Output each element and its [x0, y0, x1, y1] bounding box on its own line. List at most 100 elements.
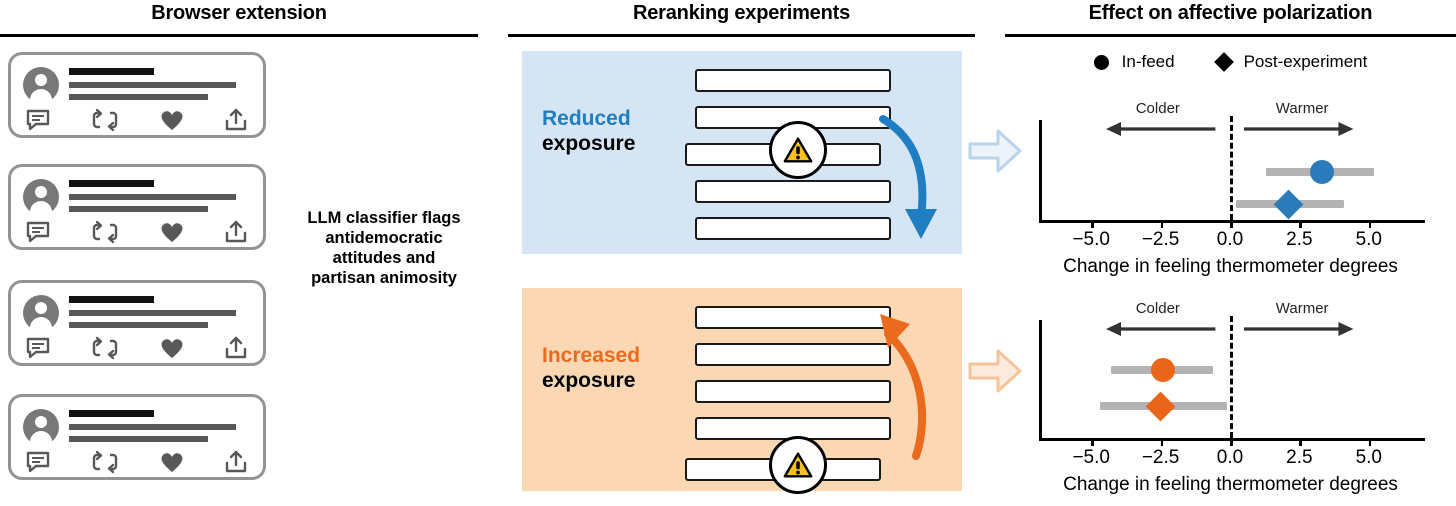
- feed-post-card[interactable]: [8, 280, 266, 366]
- increased-exposure-condition: Increased exposure: [522, 288, 962, 494]
- x-tick-label: 5.0: [1355, 229, 1382, 250]
- post-author-placeholder: [69, 180, 154, 187]
- post-text-line: [69, 436, 208, 442]
- avatar: [23, 409, 59, 447]
- legend-marker-circle-icon: [1093, 54, 1109, 70]
- x-tick-label: −2.5: [1141, 229, 1180, 250]
- reply-icon[interactable]: [25, 335, 51, 361]
- feed-post-card[interactable]: [8, 52, 266, 138]
- post-author-placeholder: [69, 296, 154, 303]
- flow-arrow-increased-icon: [968, 349, 1022, 393]
- reduced-rest: exposure: [542, 131, 636, 155]
- increased-emphasis: Increased: [542, 344, 641, 367]
- reply-icon[interactable]: [25, 107, 51, 133]
- zero-reference-line: [1230, 316, 1233, 438]
- post-text-line: [69, 310, 236, 316]
- x-tick: [1299, 220, 1302, 228]
- feed-rank-item[interactable]: [695, 69, 891, 92]
- share-icon[interactable]: [223, 107, 249, 133]
- legend-label-in-feed: In-feed: [1121, 52, 1175, 71]
- page-title-reranking: Reranking experiments: [633, 2, 850, 24]
- increased-rest: exposure: [542, 368, 636, 392]
- annotation-line-1: LLM classifier flags: [307, 209, 461, 227]
- reply-icon[interactable]: [25, 219, 51, 245]
- panel-divider: [508, 34, 975, 37]
- feed-rank-item[interactable]: [695, 180, 891, 203]
- post-action-bar: [25, 449, 253, 479]
- repost-icon[interactable]: [92, 335, 118, 361]
- post-text-line: [69, 94, 208, 100]
- reranking-experiments-panel: Reranking experiments Reduced exposure I…: [508, 0, 975, 506]
- repost-icon[interactable]: [92, 219, 118, 245]
- reduced-emphasis: Reduced: [542, 107, 631, 130]
- annotation-line-4: partisan animosity: [311, 269, 457, 288]
- repost-icon[interactable]: [92, 107, 118, 133]
- like-icon[interactable]: [159, 219, 185, 245]
- x-tick: [1230, 438, 1233, 446]
- legend-marker-diamond-icon: [1213, 52, 1234, 72]
- point-estimate-diamond: [1273, 189, 1304, 219]
- x-tick-label: −2.5: [1141, 447, 1180, 468]
- panel-divider: [1005, 34, 1456, 37]
- post-action-bar: [25, 335, 253, 365]
- x-tick: [1230, 220, 1233, 228]
- x-tick-label: 5.0: [1355, 447, 1382, 468]
- feed-post-card[interactable]: [8, 394, 266, 480]
- point-estimate-diamond: [1145, 391, 1176, 421]
- flagged-warning-badge-icon: [769, 436, 827, 494]
- reply-icon[interactable]: [25, 449, 51, 475]
- browser-extension-panel: Browser extension LLM classifier flags a…: [0, 0, 478, 506]
- zero-reference-line: [1230, 116, 1233, 220]
- direction-label-colder: Colder: [1135, 100, 1180, 117]
- llm-classifier-annotation: LLM classifier flags antidemocratic atti…: [286, 208, 482, 289]
- post-text-line: [69, 322, 208, 328]
- chart-legend: In-feed Post-experiment: [1005, 52, 1456, 72]
- affective-polarization-panel: Effect on affective polarization In-feed…: [1005, 0, 1456, 506]
- feed-rank-item[interactable]: [695, 306, 891, 329]
- x-axis-label: Change in feeling thermometer degrees: [1063, 474, 1398, 495]
- flow-arrow-reduced-icon: [968, 129, 1022, 173]
- feed-rank-item[interactable]: [695, 217, 891, 240]
- avatar: [23, 67, 59, 105]
- legend-label-post-experiment: Post-experiment: [1243, 52, 1368, 71]
- x-tick: [1368, 220, 1372, 228]
- point-estimate-circle: [1151, 358, 1176, 382]
- avatar: [23, 179, 59, 217]
- x-tick: [1091, 220, 1094, 228]
- like-icon[interactable]: [159, 449, 185, 475]
- warmer-arrow-icon: [1244, 122, 1354, 136]
- share-icon[interactable]: [223, 219, 249, 245]
- post-text-line: [69, 194, 236, 200]
- x-tick-label: 2.5: [1286, 229, 1313, 250]
- y-axis-line: [1039, 320, 1042, 438]
- direction-label-warmer: Warmer: [1275, 100, 1329, 117]
- point-estimate-circle: [1309, 160, 1334, 184]
- post-text-line: [69, 82, 236, 88]
- flagged-warning-badge-icon: [769, 121, 827, 179]
- x-axis-label: Change in feeling thermometer degrees: [1063, 256, 1398, 277]
- like-icon[interactable]: [159, 335, 185, 361]
- share-icon[interactable]: [223, 449, 249, 475]
- feed-post-card[interactable]: [8, 164, 266, 250]
- like-icon[interactable]: [159, 107, 185, 133]
- x-tick: [1368, 438, 1372, 446]
- warmer-arrow-icon: [1244, 322, 1354, 336]
- x-tick-label: −5.0: [1072, 447, 1110, 468]
- page-title-effect: Effect on affective polarization: [1088, 2, 1373, 24]
- feed-rank-item[interactable]: [695, 343, 891, 366]
- x-tick: [1091, 438, 1094, 446]
- post-text-line: [69, 424, 236, 430]
- colder-arrow-icon: [1106, 322, 1216, 336]
- share-icon[interactable]: [223, 335, 249, 361]
- x-tick: [1160, 438, 1164, 446]
- annotation-line-2: antidemocratic: [325, 229, 443, 248]
- feed-rank-item[interactable]: [695, 380, 891, 403]
- reorder-arrow-down-icon: [879, 115, 937, 239]
- post-action-bar: [25, 219, 253, 249]
- x-tick-label: 2.5: [1286, 447, 1313, 468]
- colder-arrow-icon: [1106, 122, 1216, 136]
- direction-label-warmer: Warmer: [1275, 300, 1329, 317]
- post-author-placeholder: [69, 410, 154, 417]
- repost-icon[interactable]: [92, 449, 118, 475]
